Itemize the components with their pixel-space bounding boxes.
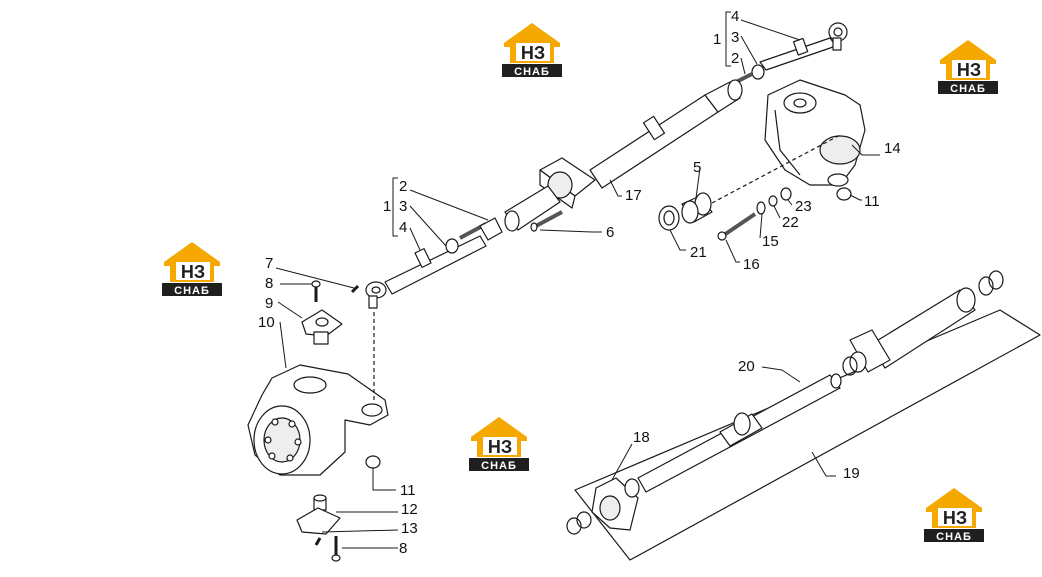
seal-ring-d	[978, 276, 994, 296]
seal-ring-e	[988, 270, 1004, 290]
label-4-mid: 4	[399, 219, 408, 236]
label-2-top: 2	[731, 50, 740, 67]
svg-text:НЗ: НЗ	[488, 437, 512, 457]
label-2-mid: 2	[399, 178, 408, 195]
pin-7	[350, 284, 360, 294]
label-16: 16	[743, 256, 760, 273]
watermark-logo-1: НЗ СНАБ	[500, 21, 564, 79]
label-9: 9	[265, 295, 274, 312]
end-cap-18	[591, 477, 640, 531]
watermark-logo-2: НЗ СНАБ	[936, 38, 1000, 96]
svg-text:СНАБ: СНАБ	[481, 460, 517, 472]
label-20: 20	[738, 358, 755, 375]
label-10: 10	[258, 314, 275, 331]
label-8-bottom: 8	[399, 540, 408, 557]
label-23: 23	[795, 198, 812, 215]
svg-text:НЗ: НЗ	[943, 508, 967, 528]
label-12: 12	[401, 501, 418, 518]
king-pin-upper	[301, 309, 343, 345]
label-17: 17	[625, 187, 642, 204]
seal-ring-c	[842, 356, 858, 376]
label-11-left: 11	[400, 482, 416, 499]
label-8-top: 8	[265, 275, 274, 292]
watermark-logo-5: НЗ СНАБ	[922, 486, 986, 544]
bolt-8-bottom	[331, 536, 341, 562]
svg-text:СНАБ: СНАБ	[514, 66, 550, 78]
label-19: 19	[843, 465, 860, 482]
label-11-right: 11	[864, 193, 880, 210]
seal-21	[658, 205, 680, 231]
svg-text:СНАБ: СНАБ	[174, 285, 210, 297]
nut-upper	[751, 64, 765, 80]
watermark-logo-3: НЗ СНАБ	[160, 240, 224, 298]
label-21: 21	[690, 244, 707, 261]
bolt-16	[717, 212, 757, 241]
king-pin-lower	[296, 494, 341, 535]
steering-knuckle-right	[764, 79, 866, 187]
bolt-8-top	[311, 280, 321, 302]
thread-mid	[445, 217, 503, 254]
cylinder-housing	[504, 157, 596, 232]
svg-text:НЗ: НЗ	[521, 43, 545, 63]
nut-23	[780, 187, 792, 201]
label-7: 7	[265, 255, 274, 272]
label-14: 14	[884, 140, 901, 157]
piston-rod-20	[637, 373, 842, 493]
tie-rod-main	[589, 79, 743, 189]
nut-11-left	[365, 455, 381, 469]
svg-text:СНАБ: СНАБ	[950, 83, 986, 95]
label-13: 13	[401, 520, 418, 537]
label-6: 6	[606, 224, 615, 241]
tie-rod-lower	[365, 235, 487, 309]
label-15: 15	[762, 233, 779, 250]
svg-text:НЗ: НЗ	[957, 60, 981, 80]
washer-22	[768, 195, 778, 207]
label-5: 5	[693, 159, 702, 176]
label-1-top: 1	[713, 31, 722, 48]
label-1-mid: 1	[383, 198, 392, 215]
svg-text:НЗ: НЗ	[181, 262, 205, 282]
label-18: 18	[633, 429, 650, 446]
svg-text:СНАБ: СНАБ	[936, 531, 972, 543]
bushing-5	[681, 192, 713, 224]
seal-ring-a	[566, 517, 582, 535]
label-3-mid: 3	[399, 198, 408, 215]
tie-rod-upper	[759, 22, 848, 71]
seal-ring-b	[576, 511, 592, 529]
washer-15	[756, 201, 766, 215]
pin-13	[314, 537, 322, 546]
cylinder-tube	[849, 287, 976, 373]
label-22: 22	[782, 214, 799, 231]
nut-11-right	[836, 187, 852, 201]
label-4-top: 4	[731, 8, 740, 25]
bolt-6	[530, 210, 563, 232]
label-3-top: 3	[731, 29, 740, 46]
watermark-logo-4: НЗ СНАБ	[467, 415, 531, 473]
steering-knuckle-left	[247, 364, 389, 476]
